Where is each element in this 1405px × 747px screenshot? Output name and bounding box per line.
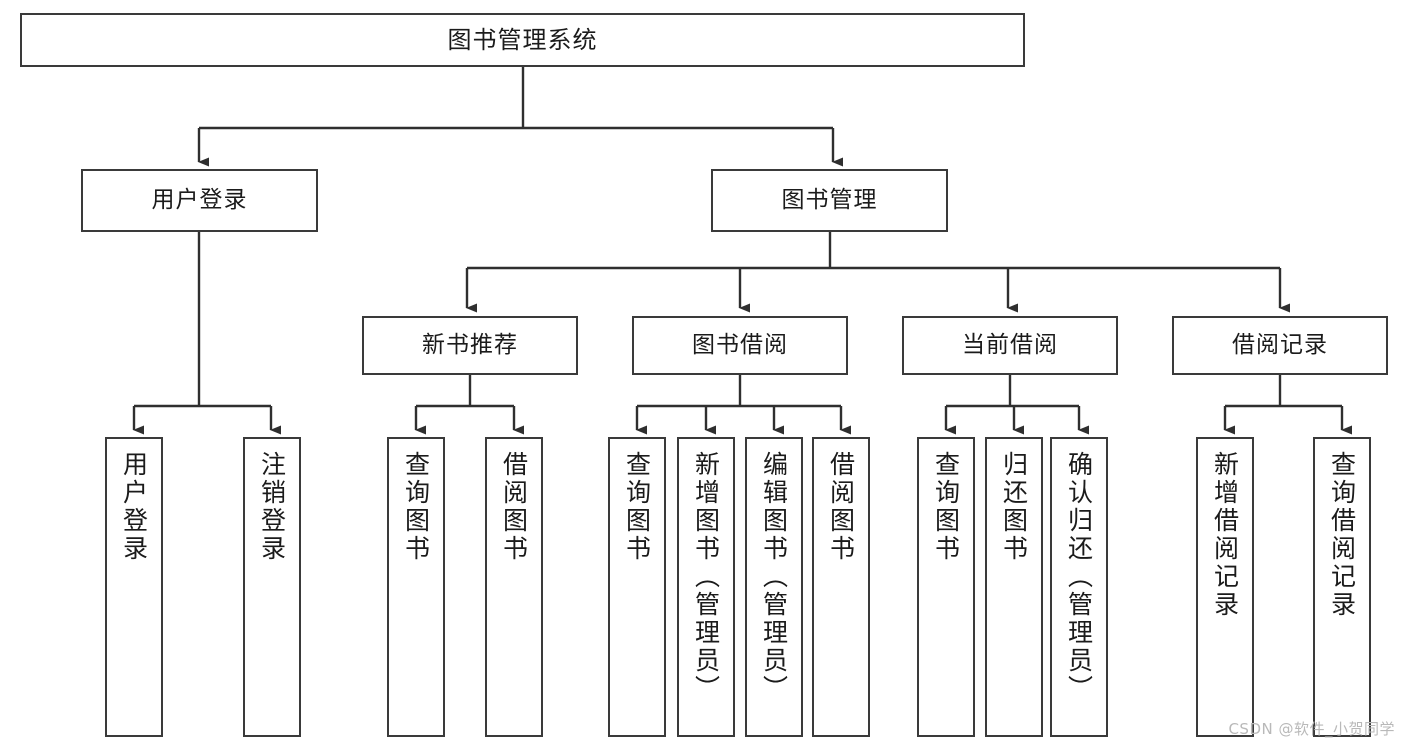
node-book-borrow[interactable]: 图书借阅 (632, 316, 848, 375)
leaf-label: 新增借阅记录 (1210, 451, 1240, 619)
leaf-query-book-recommend[interactable]: 查询图书 (387, 437, 445, 737)
leaf-label: 确认归还（管理员） (1064, 451, 1094, 703)
node-borrow-record[interactable]: 借阅记录 (1172, 316, 1388, 375)
node-label: 借阅记录 (1232, 331, 1328, 358)
node-current-borrow[interactable]: 当前借阅 (902, 316, 1118, 375)
node-label: 用户登录 (151, 186, 248, 213)
leaf-label: 用户登录 (119, 451, 149, 563)
leaf-label: 编辑图书（管理员） (759, 451, 789, 703)
leaf-add-book-admin[interactable]: 新增图书（管理员） (677, 437, 735, 737)
node-user-login[interactable]: 用户登录 (81, 169, 318, 232)
leaf-return-book[interactable]: 归还图书 (985, 437, 1043, 737)
leaf-user-login[interactable]: 用户登录 (105, 437, 163, 737)
leaf-query-book-current[interactable]: 查询图书 (917, 437, 975, 737)
leaf-label: 查询借阅记录 (1327, 451, 1357, 619)
leaf-logout-login[interactable]: 注销登录 (243, 437, 301, 737)
leaf-label: 查询图书 (931, 451, 961, 563)
leaf-label: 借阅图书 (499, 451, 529, 563)
leaf-label: 注销登录 (257, 451, 287, 563)
leaf-edit-book-admin[interactable]: 编辑图书（管理员） (745, 437, 803, 737)
node-label: 当前借阅 (962, 331, 1058, 358)
node-book-management[interactable]: 图书管理 (711, 169, 948, 232)
leaf-query-borrow-record[interactable]: 查询借阅记录 (1313, 437, 1371, 737)
leaf-label: 查询图书 (622, 451, 652, 563)
leaf-label: 归还图书 (999, 451, 1029, 563)
leaf-label: 查询图书 (401, 451, 431, 563)
node-label: 图书借阅 (692, 331, 788, 358)
node-root-book-management-system[interactable]: 图书管理系统 (20, 13, 1025, 67)
node-label: 新书推荐 (422, 331, 518, 358)
node-label: 图书管理 (781, 186, 878, 213)
leaf-borrow-book[interactable]: 借阅图书 (812, 437, 870, 737)
leaf-label: 新增图书（管理员） (691, 451, 721, 703)
leaf-add-borrow-record[interactable]: 新增借阅记录 (1196, 437, 1254, 737)
leaf-borrow-book-recommend[interactable]: 借阅图书 (485, 437, 543, 737)
leaf-label: 借阅图书 (826, 451, 856, 563)
node-new-book-recommend[interactable]: 新书推荐 (362, 316, 578, 375)
node-label: 图书管理系统 (447, 25, 598, 54)
leaf-confirm-return-admin[interactable]: 确认归还（管理员） (1050, 437, 1108, 737)
leaf-query-book-borrow[interactable]: 查询图书 (608, 437, 666, 737)
watermark: CSDN @软件_小贺同学 (1228, 720, 1395, 738)
